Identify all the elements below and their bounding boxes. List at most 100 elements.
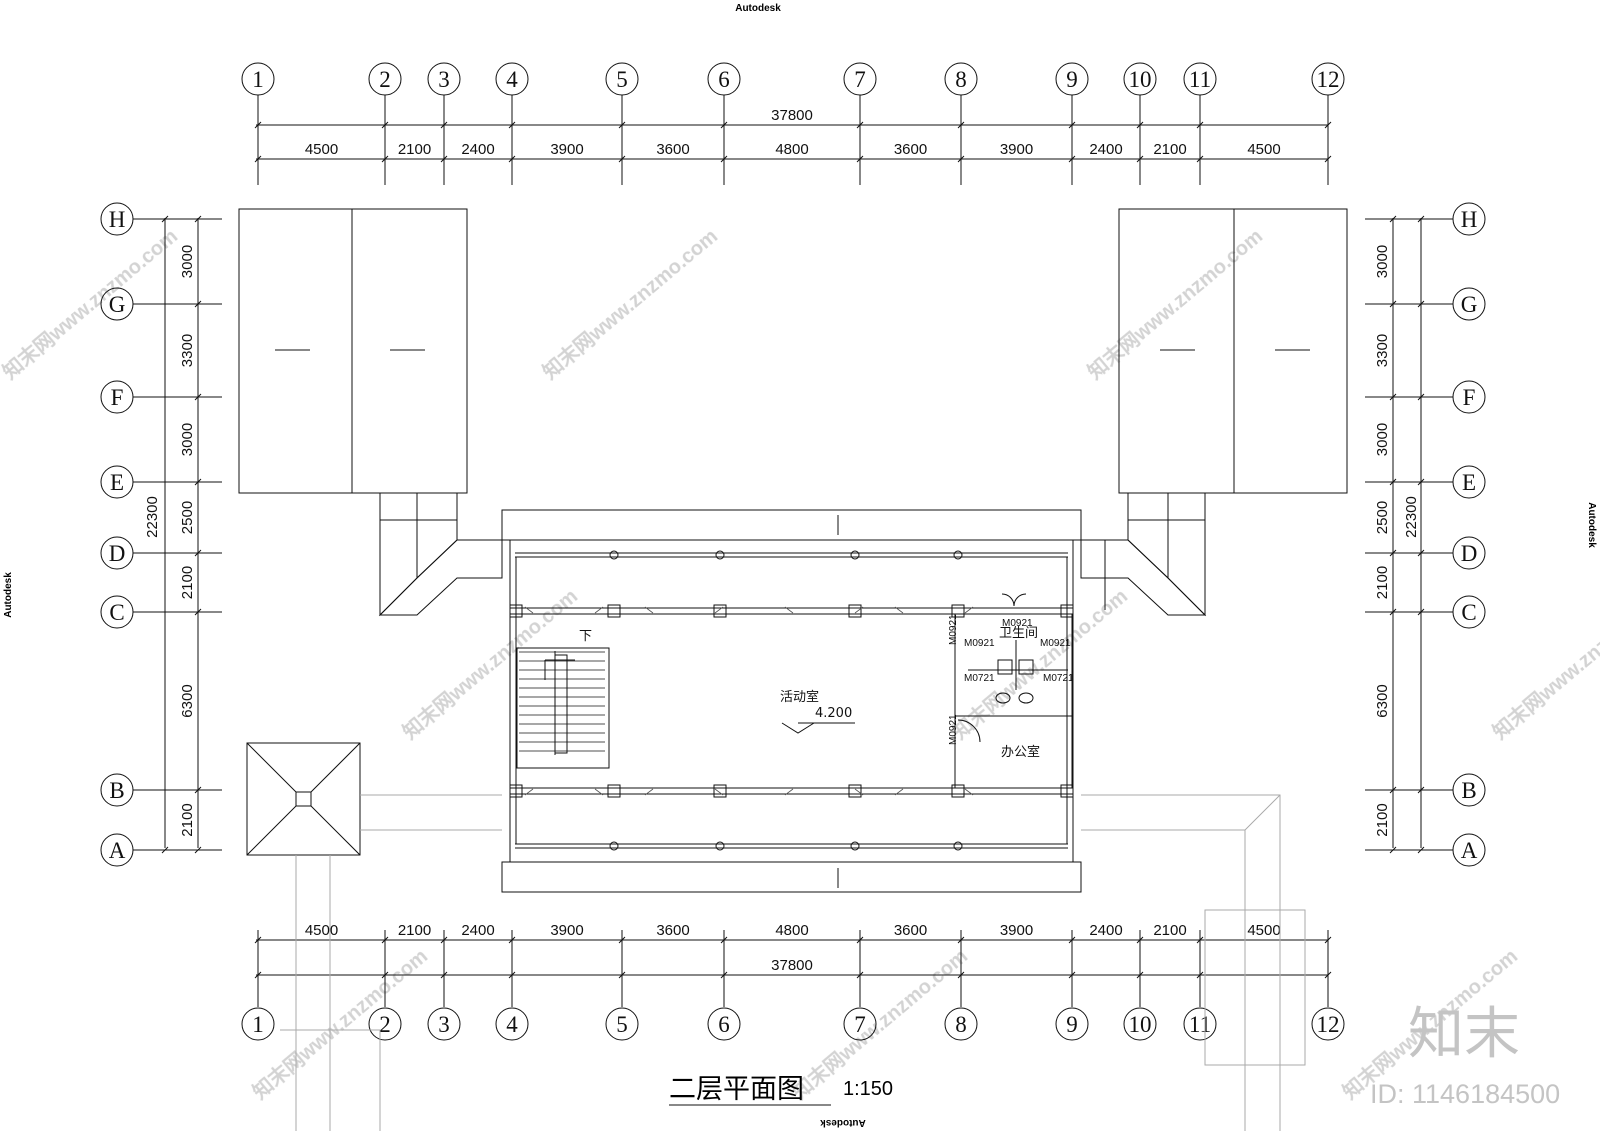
column-axis-bubble: 10 (1123, 62, 1157, 185)
row-axis-label: E (110, 470, 124, 495)
column-axis-bubble: 7 (843, 62, 877, 185)
column-axis-bubble: 11 (1183, 930, 1217, 1041)
structural-column (848, 604, 862, 618)
row-axis-label: B (109, 778, 124, 803)
watermark-text: 知末网www.znzmo.com (248, 944, 432, 1104)
row-axis-label: H (109, 207, 126, 232)
row-axis-label: H (1461, 207, 1478, 232)
column-axis-bubble: 1 (241, 62, 275, 185)
row-axis-bubble: G (100, 287, 222, 321)
column-axis-label: 2 (379, 1012, 391, 1037)
column-axis-bubble: 6 (707, 62, 741, 185)
vertical-segment-dimension: 3000 (179, 245, 196, 278)
brand-watermark: 知末 (1408, 1002, 1520, 1067)
door-tag: M0921 (964, 638, 995, 649)
column-axis-bubble: 7 (843, 930, 877, 1041)
restroom-label: 卫生间 (999, 626, 1038, 641)
column-axis-label: 10 (1129, 67, 1152, 92)
column-axis-label: 6 (718, 1012, 730, 1037)
vertical-segment-dimension: 3300 (179, 334, 196, 367)
top-total-dimension: 37800 (771, 107, 813, 124)
column-axis-label: 5 (616, 1012, 628, 1037)
row-axis-bubble: H (100, 202, 222, 236)
segment-dimension: 4500 (305, 922, 338, 939)
column-axis-label: 11 (1189, 1012, 1211, 1037)
column-marker (953, 550, 963, 560)
row-axis-bubble: E (100, 465, 222, 499)
autodesk-mark-right: Autodesk (1586, 502, 1597, 548)
left-total-dimension: 22300 (144, 496, 161, 538)
vertical-segment-dimension: 3300 (1374, 334, 1391, 367)
door-tag: M0921 (948, 614, 959, 645)
activity-room-label: 活动室 (780, 689, 819, 705)
row-axis-label: A (1461, 838, 1478, 863)
column-axis-bubble: 12 (1311, 62, 1345, 185)
column-marker (715, 841, 725, 851)
column-axis-label: 4 (506, 1012, 518, 1037)
structural-column (951, 784, 965, 798)
row-axis-label: F (1463, 385, 1476, 410)
column-axis-bubble: 3 (427, 930, 461, 1041)
vertical-segment-dimension: 2100 (1374, 566, 1391, 599)
main-building: 下 活动室 4.200 卫生间 办公室 M0921 M0921 M0921 M0… (501, 509, 1082, 893)
structural-column (848, 784, 862, 798)
autodesk-mark-top: Autodesk (735, 3, 781, 14)
column-axis-label: 12 (1317, 1012, 1340, 1037)
vertical-segment-dimension: 2100 (179, 566, 196, 599)
column-axis-label: 11 (1189, 67, 1211, 92)
row-axis-label: C (1461, 600, 1476, 625)
column-axis-bubble: 6 (707, 930, 741, 1041)
door-tag: M0921 (1002, 618, 1033, 629)
column-axis-label: 3 (438, 67, 450, 92)
segment-dimension: 2100 (398, 141, 431, 158)
column-axis-label: 4 (506, 67, 518, 92)
door-tag: M0721 (964, 673, 995, 684)
column-axis-bubble: 8 (944, 62, 978, 185)
segment-dimension: 4800 (775, 141, 808, 158)
column-marker (850, 841, 860, 851)
row-axis-bubble: B (1365, 773, 1486, 807)
right-roof-wing (1080, 208, 1348, 617)
column-axis-bubble: 8 (944, 930, 978, 1041)
door-tag: M0721 (1043, 673, 1074, 684)
segment-dimension: 4500 (1247, 141, 1280, 158)
image-id-watermark: ID: 1146184500 (1370, 1079, 1560, 1109)
row-axis-label: E (1462, 470, 1476, 495)
column-axis-label: 6 (718, 67, 730, 92)
column-marker (609, 841, 619, 851)
column-axis-bubble: 9 (1055, 930, 1089, 1041)
door-tag: M0921 (948, 714, 959, 745)
segment-dimension: 3900 (1000, 141, 1033, 158)
office-label: 办公室 (1001, 744, 1040, 760)
structural-column (509, 604, 523, 618)
structural-column (1060, 784, 1074, 798)
left-roof-wing (238, 208, 503, 617)
vertical-segment-dimension: 3000 (1374, 245, 1391, 278)
column-axis-label: 12 (1317, 67, 1340, 92)
column-axis-label: 8 (955, 1012, 967, 1037)
watermark-text: 知末网www.znzmo.com (538, 224, 722, 384)
column-axis-label: 5 (616, 67, 628, 92)
column-axis-label: 8 (955, 67, 967, 92)
structural-column (607, 784, 621, 798)
row-axis-bubble: G (1365, 287, 1486, 321)
watermark-text: 知末网www.znzmo.com (1488, 584, 1600, 744)
column-axis-bubble: 10 (1123, 930, 1157, 1041)
row-axis-label: G (1461, 292, 1478, 317)
column-axis-label: 10 (1129, 1012, 1152, 1037)
column-axis-label: 7 (854, 67, 866, 92)
row-axis-bubble: B (100, 773, 222, 807)
segment-dimension: 2400 (461, 141, 494, 158)
column-axis-bubble: 2 (368, 62, 402, 185)
structural-column (713, 604, 727, 618)
row-axis-bubble: A (100, 833, 222, 867)
vertical-segment-dimension: 2100 (179, 803, 196, 836)
column-marker (715, 550, 725, 560)
vertical-segment-dimension: 2500 (1374, 501, 1391, 534)
